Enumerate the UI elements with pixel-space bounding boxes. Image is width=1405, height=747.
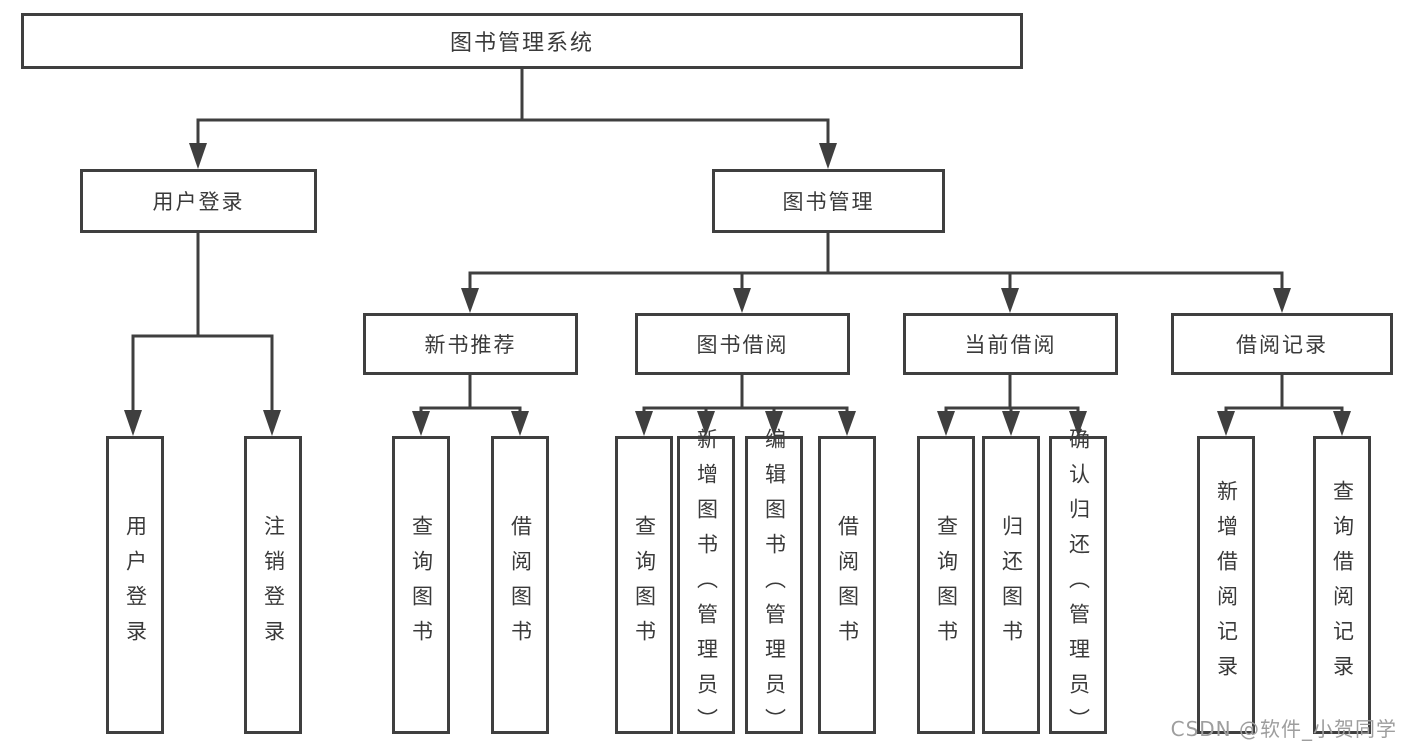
arrowhead bbox=[697, 411, 715, 436]
node-label: 图书管理系统 bbox=[449, 31, 594, 56]
arrowhead bbox=[1333, 411, 1351, 436]
node-current-borrow: 当前借阅 bbox=[903, 313, 1118, 375]
node-label: 借阅记录 bbox=[1236, 333, 1328, 357]
node-label: 用户登录 bbox=[152, 190, 245, 214]
node-label: 查询图书 bbox=[409, 515, 434, 655]
node-label: 当前借阅 bbox=[964, 333, 1057, 357]
arrowhead bbox=[838, 411, 856, 436]
arrowhead bbox=[1069, 411, 1087, 436]
node-label: 图书借阅 bbox=[696, 333, 789, 357]
node-label: 注销登录 bbox=[261, 515, 286, 655]
leaf-edit-book-admin: 编辑图书（管理员） bbox=[745, 428, 803, 743]
leaf-query-borrow-record: 查询借阅记录 bbox=[1313, 436, 1371, 734]
arrowhead bbox=[635, 411, 653, 436]
node-borrow-records: 借阅记录 bbox=[1171, 313, 1393, 375]
arrowhead bbox=[1217, 411, 1235, 436]
node-label: 新书推荐 bbox=[424, 333, 517, 357]
arrowhead bbox=[461, 288, 479, 313]
leaf-recommend-query-book: 查询图书 bbox=[392, 436, 450, 734]
arrowhead bbox=[1273, 288, 1291, 313]
csdn-watermark: CSDN @软件_小贺同学 bbox=[1170, 717, 1397, 741]
node-label: 确认归还（管理员） bbox=[1066, 427, 1091, 743]
leaf-user-login: 用户登录 bbox=[106, 436, 164, 734]
leaf-current-query-book: 查询图书 bbox=[917, 436, 975, 734]
leaf-borrow-query-book: 查询图书 bbox=[615, 436, 673, 734]
arrowhead bbox=[124, 410, 142, 436]
node-label: 查询图书 bbox=[934, 515, 959, 655]
leaf-logout: 注销登录 bbox=[244, 436, 302, 734]
node-label: 用户登录 bbox=[123, 515, 148, 655]
node-label: 图书管理 bbox=[782, 190, 875, 214]
node-label: 查询图书 bbox=[632, 515, 657, 655]
node-label: 归还图书 bbox=[999, 515, 1024, 655]
node-label: 编辑图书（管理员） bbox=[762, 427, 787, 743]
node-label: 新增借阅记录 bbox=[1214, 480, 1239, 690]
node-root-library-management-system: 图书管理系统 bbox=[21, 13, 1023, 69]
arrowhead bbox=[263, 410, 281, 436]
leaf-borrow-book: 借阅图书 bbox=[818, 436, 876, 734]
leaf-add-borrow-record: 新增借阅记录 bbox=[1197, 436, 1255, 734]
arrowhead bbox=[733, 288, 751, 313]
node-user-login: 用户登录 bbox=[80, 169, 317, 233]
node-label: 借阅图书 bbox=[508, 515, 533, 655]
node-book-borrow: 图书借阅 bbox=[635, 313, 850, 375]
leaf-return-book: 归还图书 bbox=[982, 436, 1040, 734]
arrowhead bbox=[412, 411, 430, 436]
node-book-management: 图书管理 bbox=[712, 169, 945, 233]
leaf-recommend-borrow-book: 借阅图书 bbox=[491, 436, 549, 734]
node-new-book-recommend: 新书推荐 bbox=[363, 313, 578, 375]
node-label: 查询借阅记录 bbox=[1330, 480, 1355, 690]
arrowhead bbox=[189, 143, 207, 169]
arrowhead bbox=[1001, 288, 1019, 313]
arrowhead bbox=[937, 411, 955, 436]
arrowhead bbox=[1002, 411, 1020, 436]
arrowhead bbox=[511, 411, 529, 436]
node-label: 新增图书（管理员） bbox=[694, 427, 719, 743]
leaf-add-book-admin: 新增图书（管理员） bbox=[677, 428, 735, 743]
leaf-confirm-return-admin: 确认归还（管理员） bbox=[1049, 428, 1107, 743]
node-label: 借阅图书 bbox=[835, 515, 860, 655]
arrowhead bbox=[819, 143, 837, 169]
arrowhead bbox=[765, 411, 783, 436]
